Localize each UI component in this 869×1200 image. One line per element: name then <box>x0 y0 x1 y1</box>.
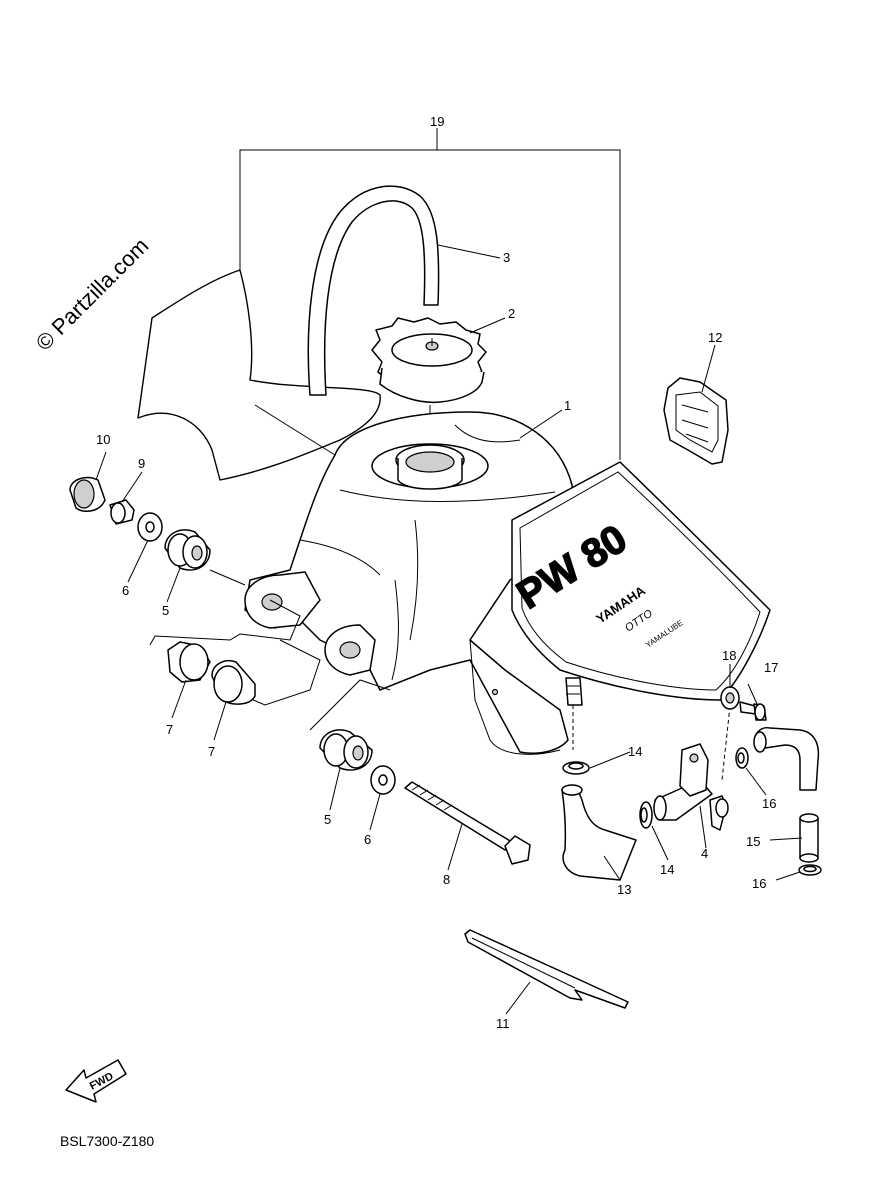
screw-17 <box>739 701 767 721</box>
grommet-5-lower <box>319 729 373 771</box>
callout-5-b: 5 <box>324 812 331 827</box>
watermark: © Partzilla.com <box>31 233 154 356</box>
fwd-arrow-icon: FWD <box>65 1059 127 1103</box>
callout-6-a: 6 <box>122 583 129 598</box>
clip-14-b <box>639 801 653 829</box>
callout-11: 11 <box>496 1016 510 1031</box>
leader-lines <box>95 244 803 1015</box>
clip-16-b <box>798 864 822 876</box>
callout-5-a: 5 <box>162 603 169 618</box>
assembly-bracket-19 <box>239 128 621 460</box>
callout-8: 8 <box>443 872 450 887</box>
callout-18: 18 <box>722 648 736 663</box>
callouts: 19 3 2 1 12 10 9 6 5 7 7 5 6 8 11 13 14 … <box>96 114 778 1031</box>
bracket-12 <box>663 377 729 465</box>
callout-13: 13 <box>617 882 631 897</box>
callout-6-b: 6 <box>364 832 371 847</box>
callout-14-a: 14 <box>628 744 642 759</box>
callout-16-a: 16 <box>762 796 776 811</box>
callout-17: 17 <box>764 660 778 675</box>
callout-9: 9 <box>138 456 145 471</box>
damper-10 <box>69 476 106 513</box>
callout-4: 4 <box>701 846 708 861</box>
vent-hose <box>307 185 440 396</box>
strip-11 <box>464 929 629 1009</box>
callout-19: 19 <box>430 114 444 129</box>
fuel-tank <box>244 411 574 755</box>
collar-7-b <box>211 660 256 705</box>
callout-14-b: 14 <box>660 862 674 877</box>
tank-cover-outline <box>137 269 381 481</box>
callout-7-a: 7 <box>166 722 173 737</box>
clip-14-a <box>562 761 590 775</box>
callout-7-b: 7 <box>208 744 215 759</box>
callout-1: 1 <box>564 398 571 413</box>
diagram-code: BSL7300-Z180 <box>60 1133 154 1149</box>
washer-6-upper <box>137 512 163 542</box>
hose-elbow <box>753 726 820 791</box>
callout-10: 10 <box>96 432 110 447</box>
collar-9 <box>109 499 135 525</box>
callout-12: 12 <box>708 330 722 345</box>
callout-2: 2 <box>508 306 515 321</box>
washer-6-lower <box>370 765 396 795</box>
fuel-cap <box>371 317 487 440</box>
collar-7-a <box>167 641 211 683</box>
callout-16-b: 16 <box>752 876 766 891</box>
washer-18 <box>720 686 740 710</box>
fuel-hose-13 <box>561 784 637 881</box>
fuel-cock-4 <box>653 705 731 831</box>
callout-15: 15 <box>746 834 760 849</box>
outlet-nipple <box>565 677 583 750</box>
grommet-5-upper <box>164 529 211 571</box>
tank-decal: PW 80 YAMAHA OTTO YAMALUBE <box>509 461 771 701</box>
callout-3: 3 <box>503 250 510 265</box>
clip-16-a <box>735 747 749 769</box>
hose-15 <box>799 813 819 863</box>
bolt-8 <box>404 781 531 865</box>
